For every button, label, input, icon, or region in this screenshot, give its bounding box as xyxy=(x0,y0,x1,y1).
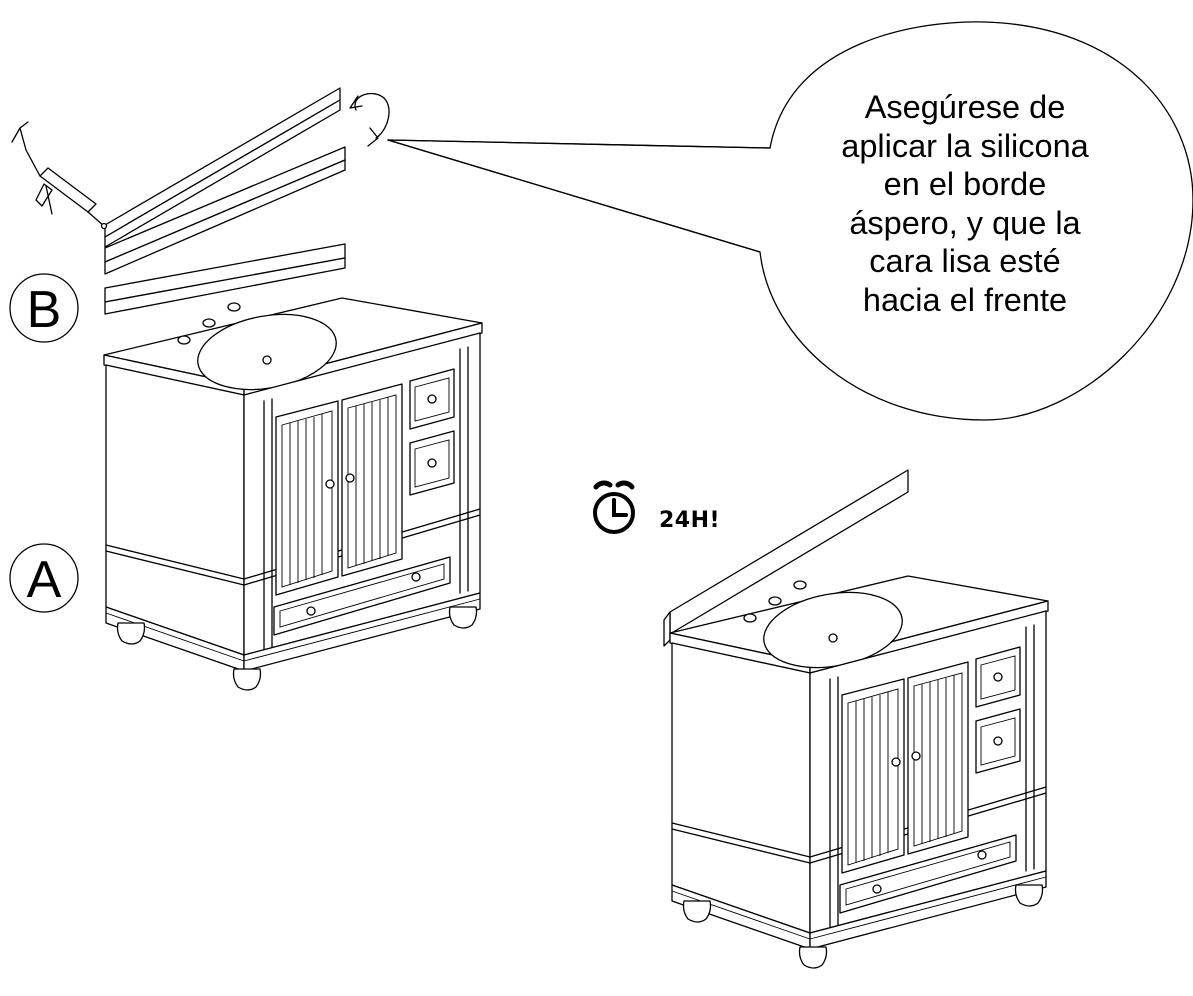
caulk-gun-icon xyxy=(11,121,108,230)
backsplash-piece-lower xyxy=(104,243,346,315)
callout-line: cara lisa esté xyxy=(869,243,1061,279)
vanity-assembled xyxy=(663,469,1049,969)
backsplash-piece-middle xyxy=(104,146,346,275)
callout-bubble xyxy=(387,21,1193,421)
rotate-arrow-icon xyxy=(349,93,390,147)
part-marker-a: A xyxy=(9,543,79,613)
alarm-clock-icon xyxy=(593,480,635,534)
callout-text: Asegúrese de aplicar la silicona en el b… xyxy=(800,88,1130,319)
callout-line: aplicar la silicona xyxy=(841,127,1089,164)
callout-line: Asegúrese de xyxy=(864,89,1066,125)
cure-time-label: 24H! xyxy=(659,508,721,533)
part-marker-b: B xyxy=(9,273,79,343)
callout-line: hacia el frente xyxy=(862,281,1068,318)
callout-line: en el borde xyxy=(883,166,1047,202)
part-marker-a-label: A xyxy=(27,551,62,609)
callout-line: áspero, y que la xyxy=(849,204,1081,241)
part-marker-b-label: B xyxy=(27,281,62,339)
backsplash-piece-upper xyxy=(104,87,341,248)
vanity-base-exploded xyxy=(103,297,483,691)
